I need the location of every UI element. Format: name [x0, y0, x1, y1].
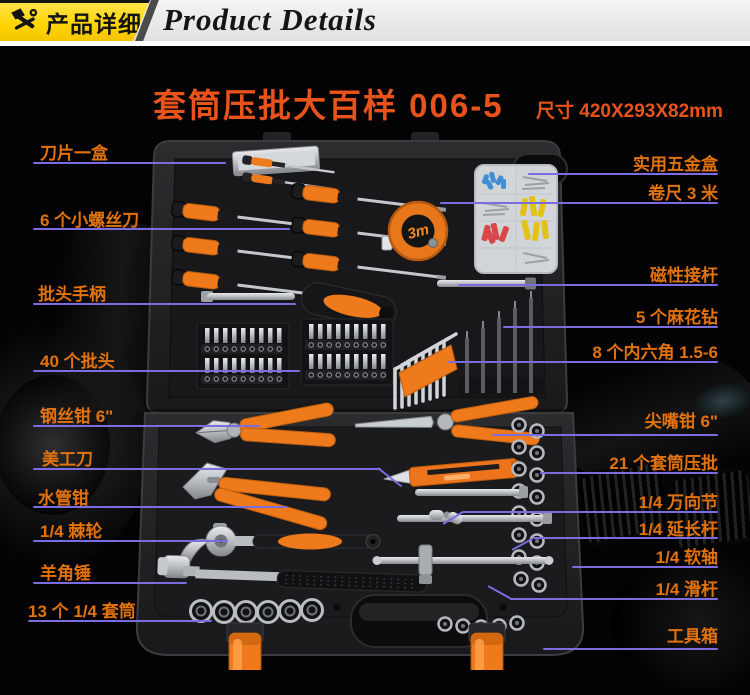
badge-label: 产品详细 [46, 11, 142, 37]
callout-line [540, 472, 718, 474]
callout-label-water-pump-pliers: 水管钳 [38, 489, 89, 508]
callout-line [533, 537, 718, 539]
callout-line [33, 303, 296, 305]
product-size: 尺寸 420X293X82mm [536, 101, 723, 122]
callout-line [33, 582, 187, 584]
toolbox-photo: 3m [135, 132, 585, 670]
callout-label-hardware-box: 实用五金盒 [633, 155, 718, 174]
product-title: 套筒压批大百样 006-5 [153, 87, 504, 124]
header-bar: 产品详细 Product Details [0, 0, 750, 46]
utility-knife [383, 458, 521, 487]
callout-label-drill-bits: 5 个麻花钻 [635, 308, 718, 327]
callout-label-toolbox-case: 工具箱 [667, 627, 718, 646]
callout-label-40-bits: 40 个批头 [40, 352, 115, 371]
callout-label-combination-pliers: 钢丝钳 6" [40, 407, 114, 426]
ratchet [205, 523, 381, 557]
callout-label-flexible-shaft: 1/4 软轴 [655, 548, 718, 567]
car-silhouette-right-wheel [612, 552, 750, 692]
callout-label-13-sockets: 13 个 1/4 套筒 [28, 602, 136, 621]
hex-keys [393, 332, 458, 411]
callout-label-utility-knife: 美工刀 [42, 450, 93, 469]
callout-line [33, 425, 260, 427]
product-details-badge: 产品详细 [0, 0, 150, 41]
hammer-tools-icon [7, 5, 41, 39]
callout-line [33, 540, 228, 542]
callout-label-slide-bar: 1/4 滑杆 [655, 580, 718, 599]
callout-label-magnetic-bar: 磁性接杆 [650, 266, 718, 285]
callout-line [33, 162, 226, 164]
callout-label-socket-bits: 21 个套筒压批 [609, 454, 718, 473]
water-pump-pliers [182, 462, 331, 531]
callout-line [503, 326, 718, 328]
callout-line [510, 598, 718, 600]
callout-label-universal-joint: 1/4 万向节 [638, 493, 718, 512]
bit-driver-handle [201, 282, 397, 329]
header-title: Product Details [163, 2, 377, 37]
callout-label-needle-nose-pliers: 尖嘴钳 6" [644, 412, 718, 431]
callout-line [448, 361, 718, 363]
callout-line [440, 202, 718, 204]
callout-line [28, 620, 212, 622]
callout-label-bit-handle: 批头手柄 [38, 285, 106, 304]
callout-label-blade-box: 刀片一盒 [40, 144, 108, 163]
tape-measure: 3m [381, 200, 449, 262]
callout-line [458, 284, 718, 286]
callout-label-ratchet: 1/4 棘轮 [40, 522, 103, 541]
callout-line [33, 370, 300, 372]
callout-label-claw-hammer: 羊角锤 [40, 564, 91, 583]
callout-label-tape-measure: 卷尺 3 米 [648, 184, 718, 203]
tape-measure-label: 3m [406, 221, 431, 243]
callout-label-extension-bar: 1/4 延长杆 [638, 520, 718, 539]
universal-joint [429, 510, 463, 525]
callout-line [528, 173, 718, 175]
callout-line [572, 566, 718, 568]
combination-pliers [195, 402, 336, 448]
claw-hammer [157, 538, 428, 593]
callout-line [33, 228, 290, 230]
hardware-box [474, 164, 558, 274]
slide-bar [372, 544, 554, 584]
callout-label-small-screwdrivers: 6 个小螺丝刀 [40, 211, 140, 230]
callout-line [492, 434, 718, 436]
callout-line [543, 648, 718, 650]
callout-line [33, 506, 287, 508]
callout-line [462, 511, 718, 513]
drill-bits [459, 291, 545, 395]
callout-line [33, 468, 381, 470]
callout-label-hex-keys: 8 个内六角 1.5-6 [592, 343, 718, 362]
